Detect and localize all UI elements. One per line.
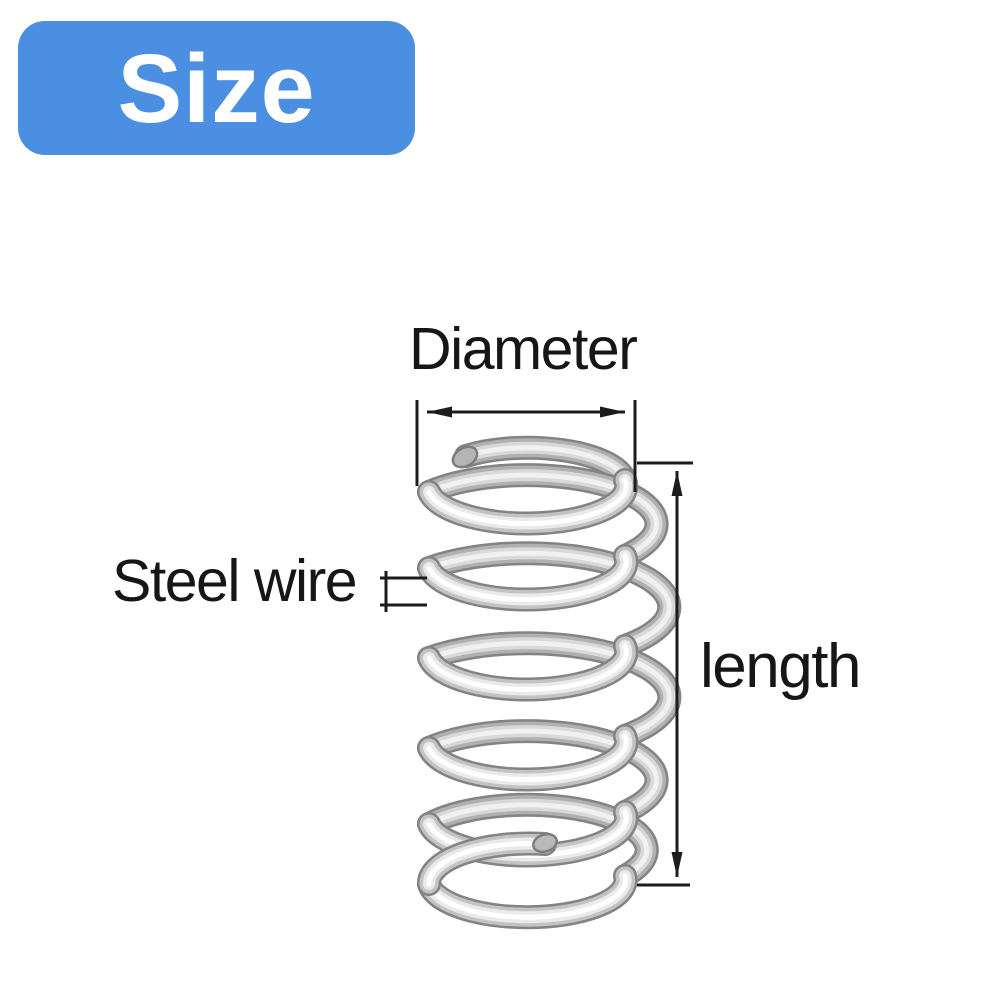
spring-illustration [429,443,669,918]
length-arrow [637,461,693,887]
steel-wire-label: Steel wire [112,548,358,614]
wire-thickness-marker [380,571,427,612]
top-cut-face [451,445,479,469]
bottom-cut-face [532,832,558,854]
spring-bottom-wire-end [429,831,558,884]
size-badge-label: Size [117,33,316,143]
diameter-label: Diameter [409,316,638,382]
diameter-arrow [415,400,637,492]
length-label: length [700,632,861,701]
size-badge: Size [18,21,415,155]
